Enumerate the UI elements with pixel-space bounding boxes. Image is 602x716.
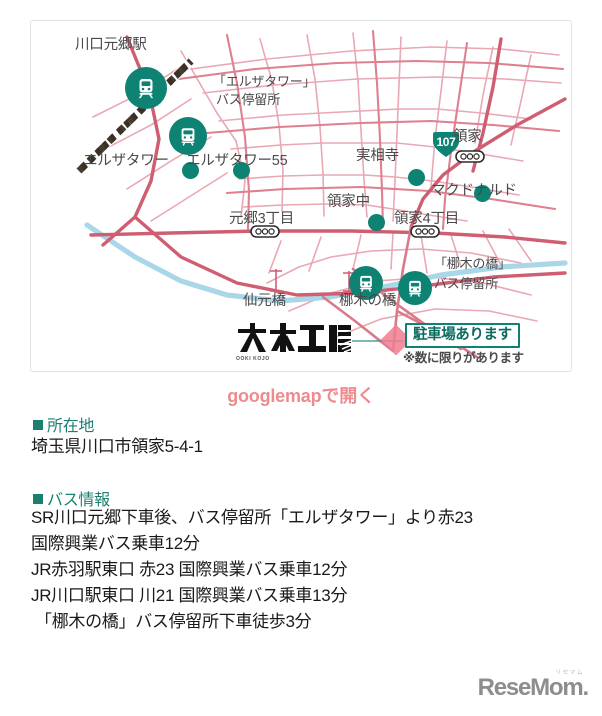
map-label-kawaguchi-motogo-sta: 川口元郷駅 — [75, 37, 147, 53]
map-dot-elza-tower — [182, 162, 199, 179]
map-dot-jissouji — [408, 169, 425, 186]
open-in-googlemap-link[interactable]: googlemapで開く — [227, 386, 375, 406]
map-label-ryouke-naka: 領家中 — [327, 194, 370, 210]
resemom-wordmark: ReseMom. — [477, 674, 590, 701]
factory-logo-romaji: OOKI KOJO — [236, 356, 270, 362]
access-map[interactable]: 107 川口元郷駅 「エルザタワー」 バス停留所 エルザタワー エルザタワー55… — [30, 20, 572, 372]
map-label-motogo-3chome: 元郷3丁目 — [229, 211, 295, 227]
bus-info-heading-label: バス情報 — [47, 492, 110, 509]
map-label-sengen-bashi: 仙元橋 — [243, 293, 286, 309]
address-text: 埼玉県川口市領家5-4-1 — [31, 437, 203, 456]
route-shield-107: 107 — [431, 131, 461, 158]
map-label-tanagi-busstop-line1: 「梛木の橋」 — [434, 256, 511, 271]
map-label-elza-busstop-line2: バス停留所 — [216, 92, 281, 107]
map-label-ryouke: 領家 — [453, 129, 482, 145]
map-label-elza-tower-55: エルザタワー55 — [186, 153, 288, 169]
parking-available-badge: 駐車場あります — [405, 323, 520, 348]
map-label-elza-tower: エルザタワー — [83, 153, 169, 169]
map-label-jissouji: 実相寺 — [356, 148, 399, 164]
resemom-watermark-logo: リセマム ReseMom. — [468, 664, 590, 704]
parking-note: ※数に限りがあります — [403, 351, 524, 365]
map-dot-mcdonalds — [474, 185, 491, 202]
train-station-icon — [125, 67, 167, 109]
location-heading: 所在地 — [33, 412, 94, 436]
map-label-tanagi-busstop-line2: バス停留所 — [434, 276, 499, 291]
bus-info-line: JR川口駅東口 川21 国際興業バス乗車13分 — [31, 586, 348, 605]
bus-stop-icon-tanagi-a — [349, 266, 383, 300]
route-shield-number: 107 — [436, 135, 456, 149]
map-label-mcdonalds: マクドナルド — [431, 183, 517, 199]
map-dot-ryouke-naka — [368, 214, 385, 231]
bus-info-line: 国際興業バス乗車12分 — [31, 534, 200, 553]
bus-info-heading: バス情報 — [33, 486, 110, 510]
parking-available-label: 駐車場あります — [413, 327, 512, 343]
map-label-elza-busstop-line1: 「エルザタワー」 — [213, 74, 316, 89]
map-label-tanagi-no-hashi: 梛木の橋 — [339, 293, 397, 309]
bus-info-line: JR赤羽駅東口 赤23 国際興業バス乗車12分 — [31, 560, 348, 579]
square-bullet-icon — [33, 420, 43, 430]
square-bullet-icon — [33, 494, 43, 504]
resemom-kana: リセマム — [555, 670, 584, 676]
bus-info-line: SR川口元郷下車後、バス停留所「エルザタワー」より赤23 — [31, 508, 473, 527]
map-label-ryouke-4chome: 領家4丁目 — [394, 211, 460, 227]
bus-stop-icon-tanagi-b — [398, 271, 432, 305]
bus-stop-icon-elza — [169, 117, 207, 155]
location-heading-label: 所在地 — [47, 418, 95, 435]
factory-logo: OOKI KOJO — [234, 321, 352, 362]
bus-info-line: 「梛木の橋」バス停留所下車徒歩3分 — [35, 612, 312, 631]
map-dot-elza-tower-55 — [233, 162, 250, 179]
